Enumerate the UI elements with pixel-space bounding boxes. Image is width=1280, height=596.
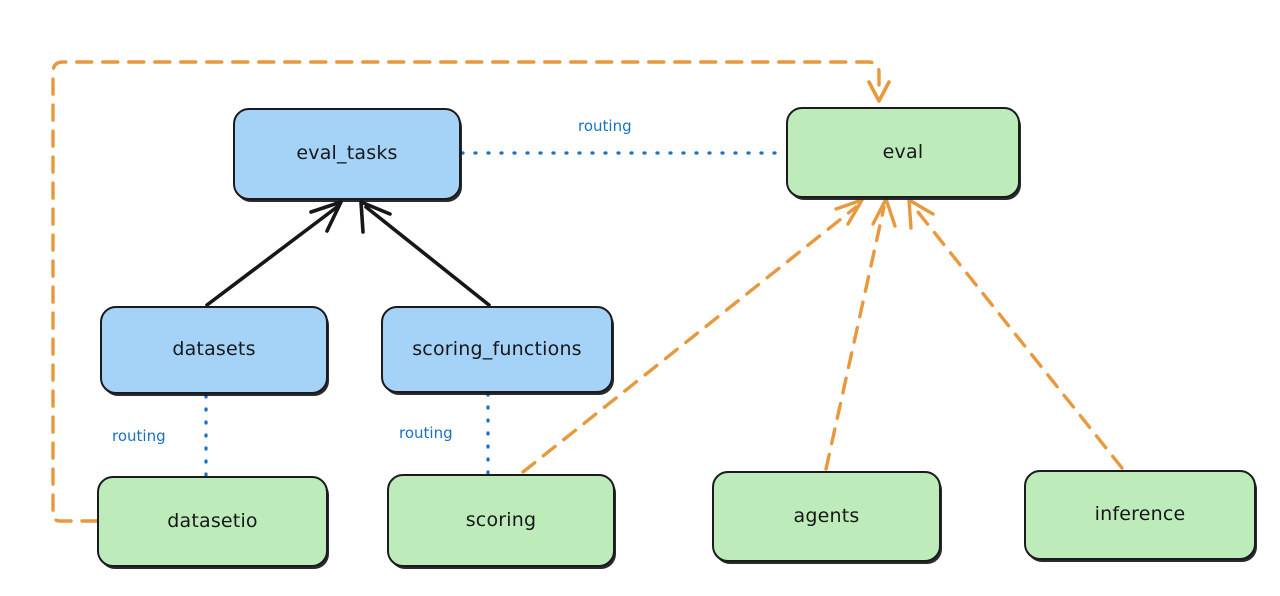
edge-agents-to-eval <box>824 197 897 471</box>
node-label: datasetio <box>167 509 258 532</box>
node-eval[interactable]: eval <box>786 107 1020 198</box>
edge-scoring_functions-to-eval_tasks <box>359 200 491 307</box>
node-scoring-functions[interactable]: scoring_functions <box>381 306 613 393</box>
node-inference[interactable]: inference <box>1024 470 1256 560</box>
node-label: agents <box>793 504 860 527</box>
node-eval-tasks[interactable]: eval_tasks <box>233 108 461 200</box>
edge-inference-to-eval <box>907 198 1124 470</box>
node-label: eval <box>882 140 924 163</box>
edge-label-routing-datasets: routing <box>112 427 166 445</box>
node-datasetio[interactable]: datasetio <box>97 476 328 567</box>
node-datasets[interactable]: datasets <box>100 306 328 394</box>
node-label: eval_tasks <box>296 142 398 164</box>
node-label: scoring_functions <box>412 337 582 360</box>
node-label: inference <box>1094 503 1186 525</box>
node-label: scoring <box>465 508 537 531</box>
edge-datasetio-to-eval <box>51 60 891 523</box>
edge-label-routing-eval-tasks: routing <box>578 117 632 135</box>
edge-label-routing-scoring-functions: routing <box>399 424 453 442</box>
node-scoring[interactable]: scoring <box>387 474 615 567</box>
node-agents[interactable]: agents <box>712 471 941 562</box>
edge-datasets-to-eval_tasks <box>205 200 343 307</box>
node-label: datasets <box>172 338 256 360</box>
